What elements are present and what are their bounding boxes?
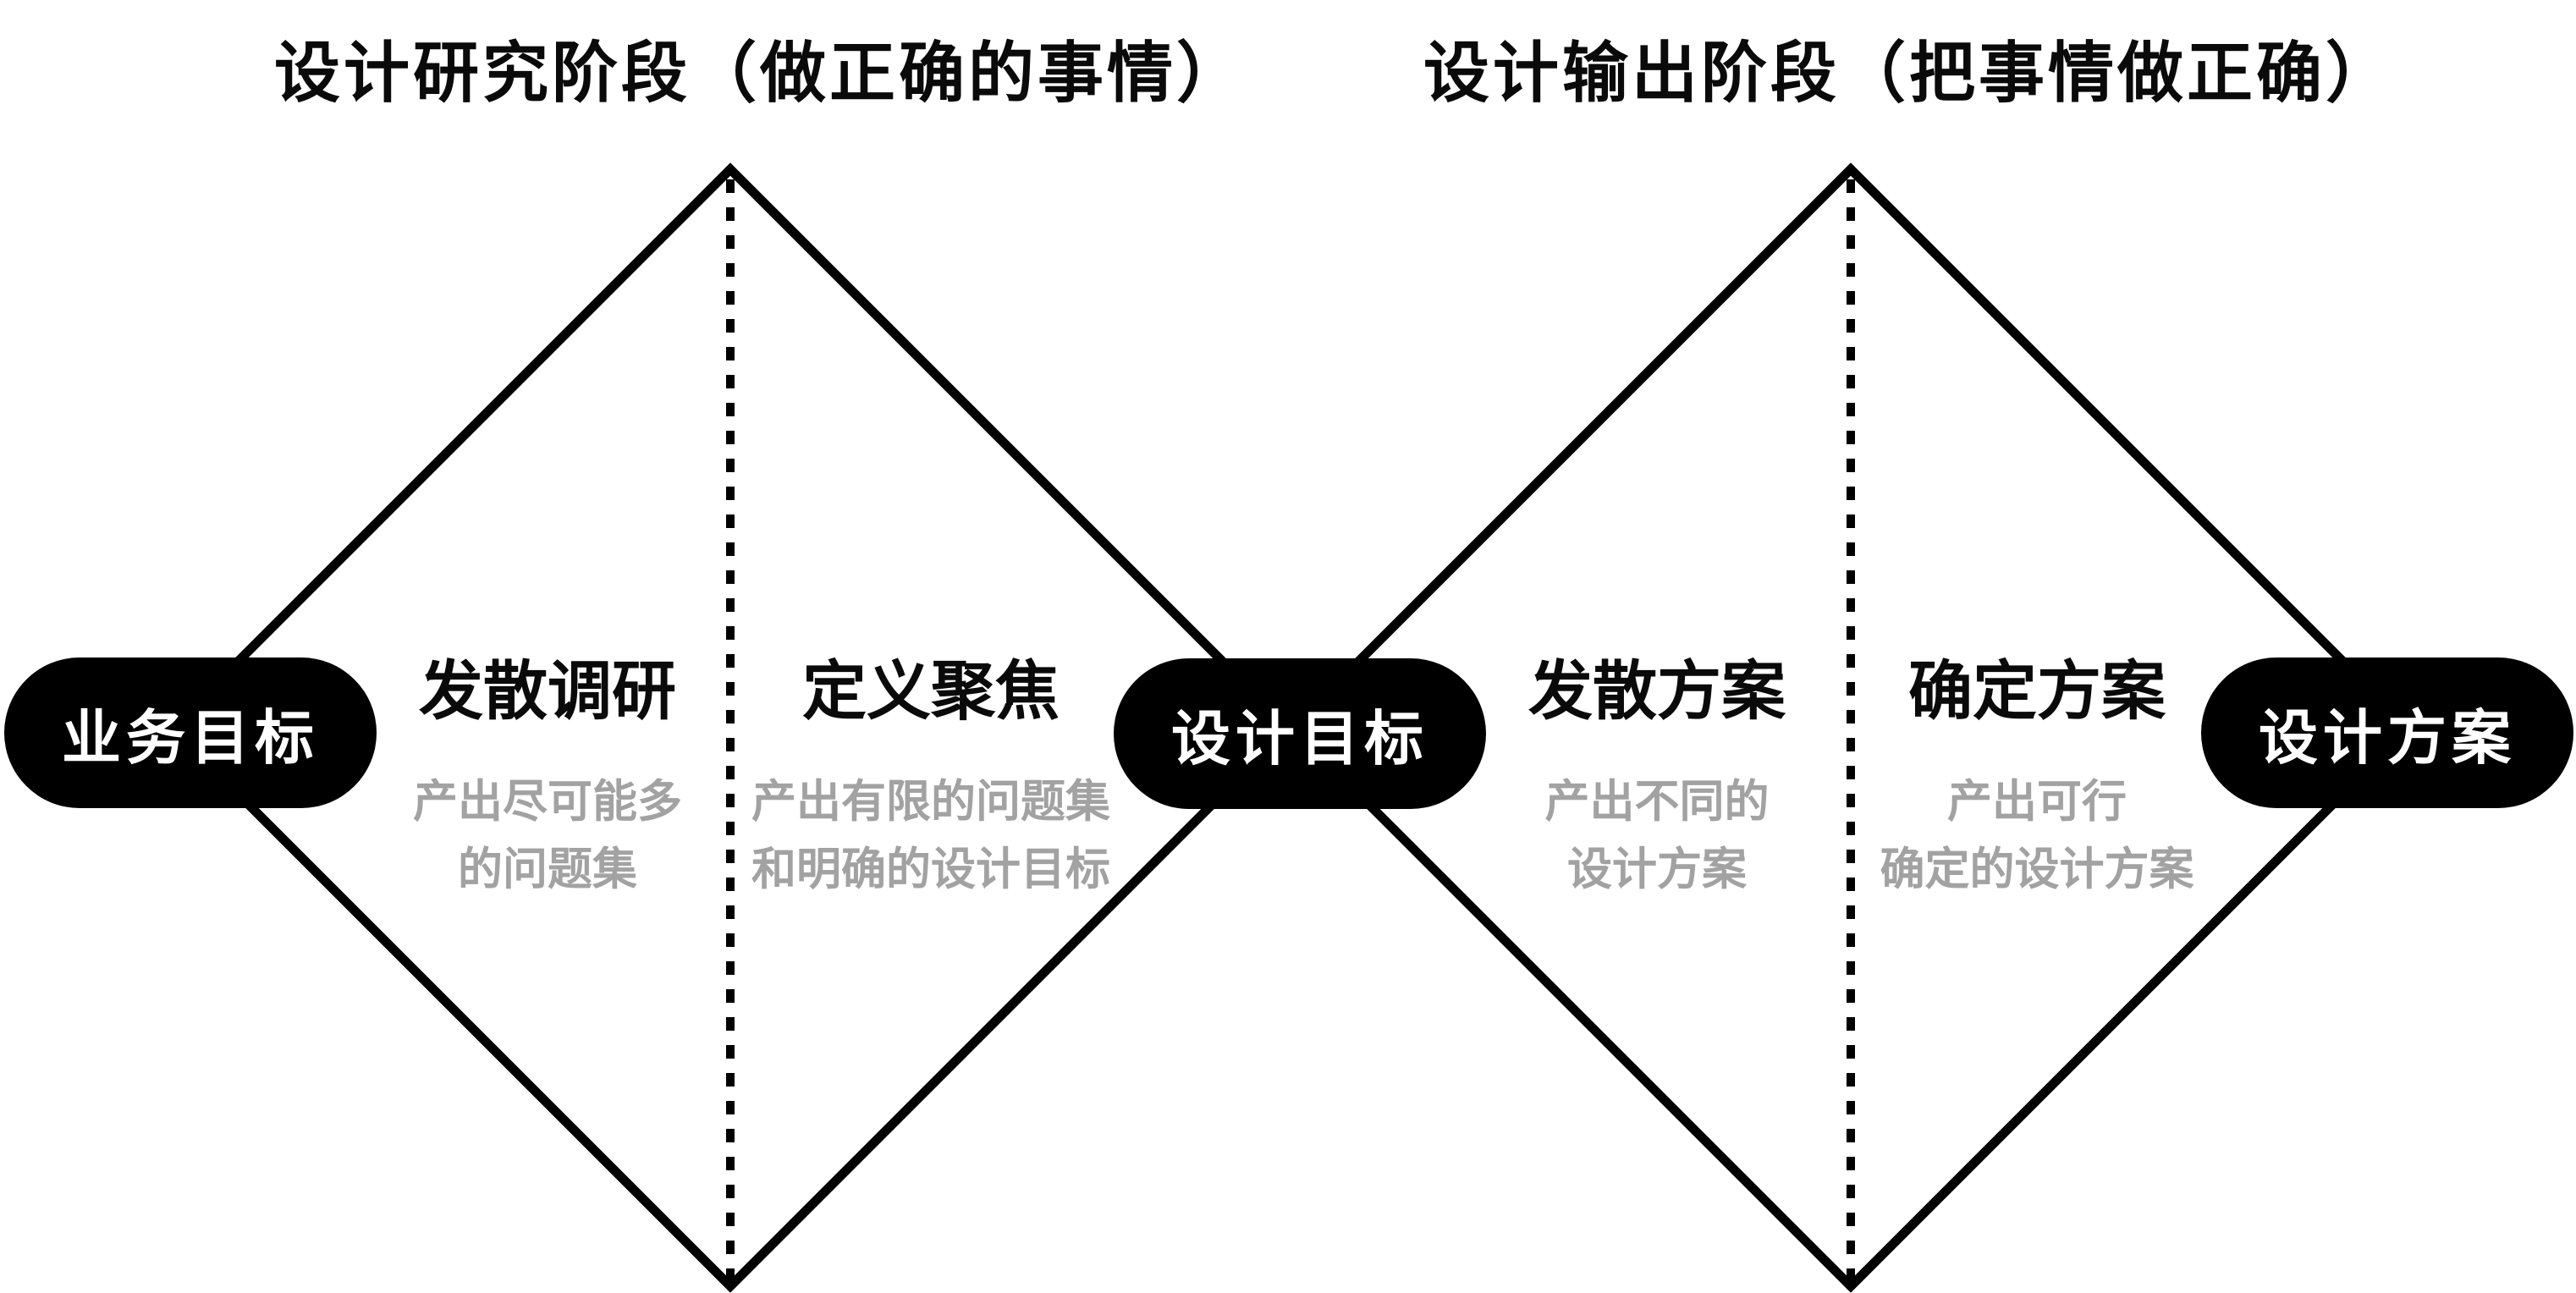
business-goal-pill: 业务目标 bbox=[4, 658, 377, 808]
right-stage-title: 设计输出阶段（把事情做正确） bbox=[1423, 36, 2396, 110]
phase-heading-confirm-solution: 确定方案 bbox=[1908, 656, 2166, 728]
phase-heading-define-focus: 定义聚焦 bbox=[802, 656, 1060, 728]
design-goal-pill: 设计目标 bbox=[1114, 658, 1486, 809]
phase-diverge-research: 发散调研 产出尽可能多 的问题集 bbox=[413, 660, 682, 903]
phase-subtitle-confirm-solution: 产出可行 确定的设计方案 bbox=[1880, 768, 2194, 903]
phase-heading-diverge-solutions: 发散方案 bbox=[1528, 656, 1786, 728]
subtitle-line-1: 产出可行 bbox=[1947, 777, 2127, 827]
phase-diverge-solutions: 发散方案 产出不同的 设计方案 bbox=[1528, 660, 1786, 903]
phase-heading-diverge-research: 发散调研 bbox=[419, 656, 676, 728]
phase-subtitle-diverge-solutions: 产出不同的 设计方案 bbox=[1528, 768, 1786, 903]
subtitle-line-1: 产出有限的问题集 bbox=[751, 777, 1110, 827]
subtitle-line-2: 和明确的设计目标 bbox=[751, 844, 1110, 894]
subtitle-line-2: 确定的设计方案 bbox=[1880, 844, 2194, 894]
phase-confirm-solution: 确定方案 产出可行 确定的设计方案 bbox=[1880, 660, 2194, 903]
left-stage-title: 设计研究阶段（做正确的事情） bbox=[273, 36, 1247, 110]
design-solution-pill: 设计方案 bbox=[2201, 658, 2573, 808]
phase-define-focus: 定义聚焦 产出有限的问题集 和明确的设计目标 bbox=[751, 660, 1110, 903]
left-diamond-outline bbox=[165, 162, 1296, 1293]
phase-subtitle-define-focus: 产出有限的问题集 和明确的设计目标 bbox=[751, 768, 1110, 903]
subtitle-line-1: 产出尽可能多 bbox=[413, 777, 682, 827]
subtitle-line-2: 的问题集 bbox=[458, 844, 637, 894]
right-diamond-outline bbox=[1285, 162, 2416, 1293]
subtitle-line-2: 设计方案 bbox=[1567, 844, 1747, 894]
phase-subtitle-diverge-research: 产出尽可能多 的问题集 bbox=[413, 768, 682, 903]
subtitle-line-1: 产出不同的 bbox=[1544, 777, 1770, 827]
